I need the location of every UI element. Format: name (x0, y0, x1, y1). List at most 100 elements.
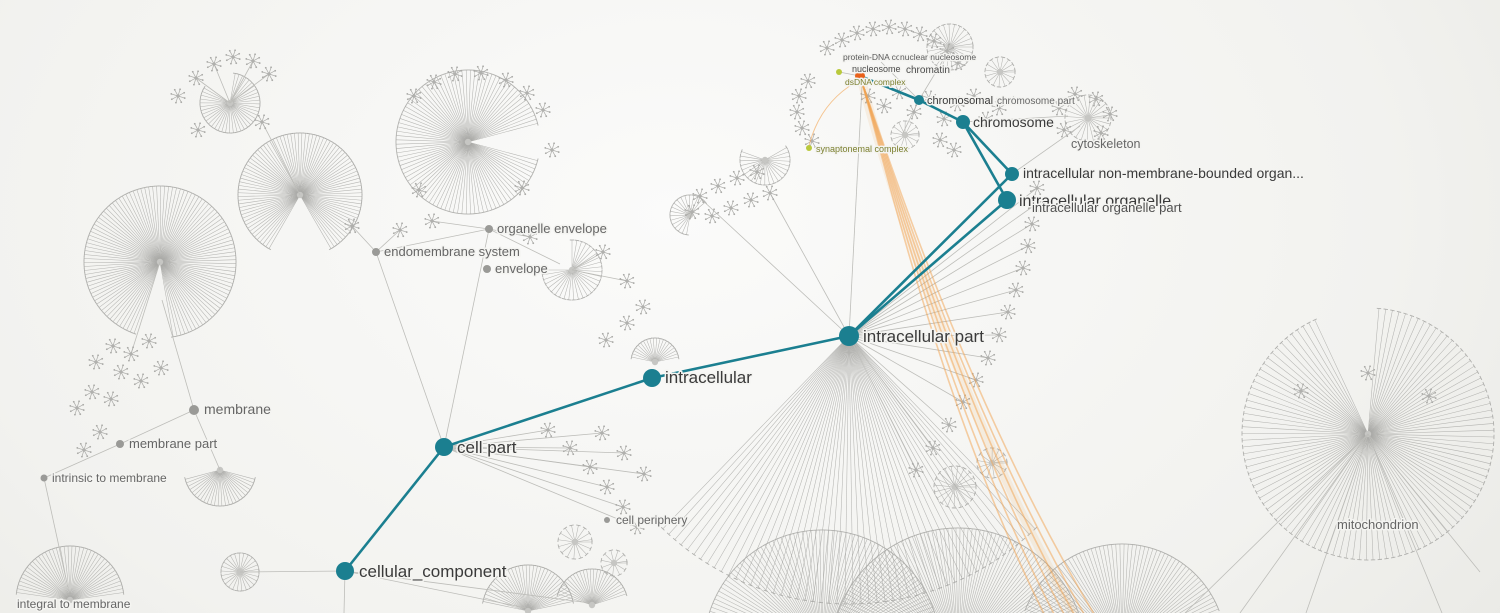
mini-cluster (1029, 180, 1045, 196)
node-label-cc[interactable]: cellular_component (358, 561, 509, 583)
term-dot[interactable] (483, 265, 491, 273)
mini-cluster (949, 96, 965, 112)
node-label-icp[interactable]: intracellular part (862, 326, 986, 348)
mini-cluster (749, 164, 765, 180)
term-label[interactable]: mitochondrion (1336, 516, 1421, 534)
graph-edge (443, 446, 638, 528)
mini-cluster (105, 338, 121, 354)
selected-path-edge (962, 121, 1013, 175)
cluster-fan (541, 239, 603, 301)
flow-strand (861, 81, 1045, 613)
mini-cluster (344, 218, 360, 234)
graph-edge (848, 335, 989, 359)
mini-cluster (1051, 100, 1067, 116)
term-label[interactable]: endomembrane system (383, 243, 522, 261)
mini-cluster (514, 180, 530, 196)
term-label[interactable]: membrane (203, 400, 273, 419)
mini-cluster (636, 466, 652, 482)
term-label[interactable]: intrinsic to membrane (51, 470, 169, 487)
mini-cluster (991, 100, 1007, 116)
node-label-cp[interactable]: cell part (456, 437, 519, 459)
node-chp[interactable] (914, 95, 924, 105)
mini-cluster (1000, 304, 1016, 320)
flow-strand (861, 81, 1085, 613)
node-nuc[interactable] (855, 71, 865, 81)
term-dot[interactable] (485, 225, 493, 233)
node-label-io[interactable]: intracellular organelle (1018, 192, 1173, 212)
term-dot[interactable] (116, 440, 124, 448)
cluster-fan (926, 23, 974, 71)
node-label-chr[interactable]: chromosome (972, 113, 1056, 132)
node-cp[interactable] (435, 438, 453, 456)
node-chr[interactable] (956, 115, 970, 129)
term-label[interactable]: protein-DNA complex (842, 51, 926, 64)
mini-cluster (1360, 365, 1376, 381)
cluster-fan (482, 564, 574, 613)
graph-edge (848, 335, 934, 449)
graph-edge (848, 85, 863, 337)
node-label-ic[interactable]: intracellular (664, 367, 754, 389)
node-inmbo[interactable] (1005, 167, 1019, 181)
graph-edge (43, 477, 69, 589)
mini-cluster (729, 170, 745, 186)
mini-cluster (519, 85, 535, 101)
mini-cluster (939, 43, 955, 59)
node-ic[interactable] (643, 369, 661, 387)
node-label-chp[interactable]: chromosomal part (926, 94, 1017, 109)
flow-strand (861, 81, 1055, 613)
mini-cluster (1020, 238, 1036, 254)
green-term-node[interactable] (836, 69, 842, 75)
mini-cluster (710, 178, 726, 194)
graph-edge (43, 443, 121, 479)
term-label[interactable]: chromatin (905, 64, 952, 78)
selected-path-edge (651, 334, 850, 380)
graph-edge (848, 187, 1038, 337)
graph-edge (375, 251, 445, 448)
term-label[interactable]: envelope (494, 260, 550, 278)
mini-cluster (925, 440, 941, 456)
green-term-node[interactable] (806, 145, 812, 151)
graph-edge (443, 432, 603, 448)
graph-edge (962, 115, 1069, 123)
graph-edge (161, 299, 195, 411)
mini-cluster (392, 222, 408, 238)
node-icp[interactable] (839, 326, 859, 346)
mini-cluster (133, 373, 149, 389)
graph-edge (848, 223, 1033, 337)
term-label[interactable]: organelle envelope (496, 220, 609, 238)
graph-edge (1239, 433, 1369, 613)
mini-cluster (426, 74, 442, 90)
mini-cluster (743, 192, 759, 208)
term-dot[interactable] (372, 248, 380, 256)
term-label[interactable]: dsDNA complex (844, 76, 908, 89)
mini-cluster (616, 445, 632, 461)
node-io[interactable] (998, 191, 1016, 209)
node-label-inmbo[interactable]: intracellular non-membrane-bounded organ… (1022, 164, 1306, 183)
term-dot[interactable] (40, 474, 48, 482)
term-label[interactable]: synaptonemal complex (815, 143, 911, 156)
term-label[interactable]: chromosome part (996, 95, 1077, 109)
selected-path-edge (918, 98, 964, 124)
node-cc[interactable] (336, 562, 354, 580)
term-label[interactable]: intracellular organelle part (1031, 199, 1184, 217)
mini-cluster (950, 55, 966, 71)
graph-edge (848, 289, 1017, 337)
term-label[interactable]: cell periphery (615, 512, 689, 529)
mini-cluster (406, 88, 422, 104)
mini-cluster (599, 479, 615, 495)
cluster-fan (660, 332, 1038, 605)
term-label[interactable]: integral to membrane (16, 596, 133, 613)
term-label[interactable]: nucleosome (851, 63, 903, 76)
graph-edge (443, 446, 571, 449)
mini-cluster (684, 204, 700, 220)
cluster-fan (1024, 543, 1220, 613)
term-label[interactable]: nuclear nucleosome (899, 51, 978, 64)
term-dot[interactable] (604, 517, 610, 523)
graph-edge (443, 228, 490, 448)
term-label[interactable]: membrane part (128, 435, 220, 453)
graph-edge (344, 570, 527, 609)
mini-cluster (876, 98, 892, 114)
term-label[interactable]: cytoskeleton (1070, 136, 1143, 153)
term-dot[interactable] (189, 405, 199, 415)
